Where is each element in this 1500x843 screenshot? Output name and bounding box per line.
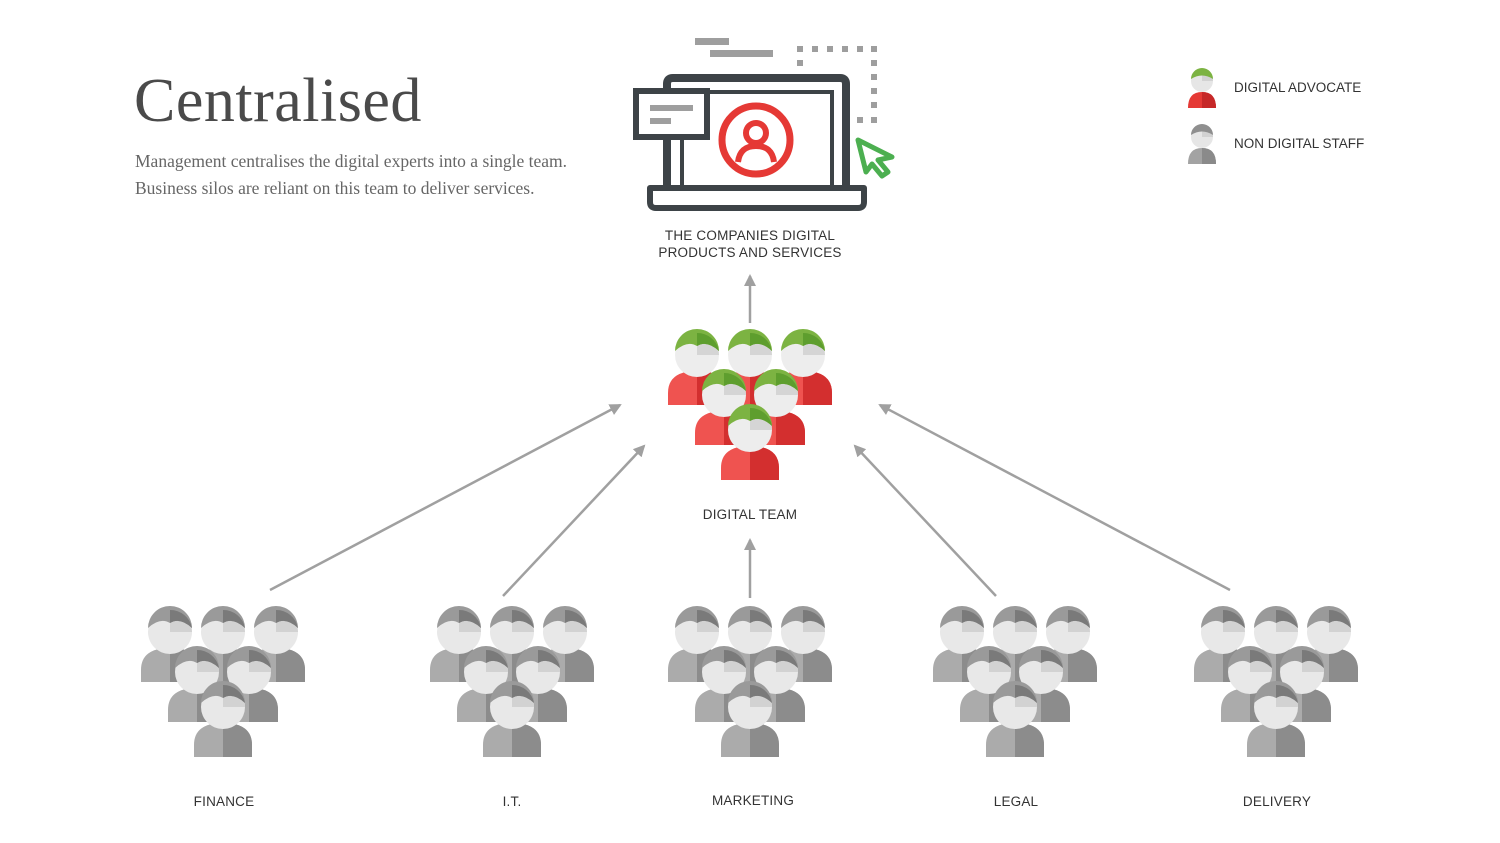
department-label-legal: LEGAL [993,794,1039,809]
legend-advocate-label: DIGITAL ADVOCATE [1234,80,1362,95]
digital-advocate-icon [1188,68,1216,108]
products-laptop-icon [633,38,877,211]
arrow-finance-to-team [269,403,622,592]
department-label-it: I.T. [502,794,522,809]
marketing-staff-group [668,606,832,757]
legal-staff-group [933,606,1097,757]
legend-non-digital-staff: NON DIGITAL STAFF [1186,124,1426,164]
department-label-delivery: DELIVERY [1242,794,1312,809]
arrow-it-to-team [502,444,646,597]
delivery-staff-group [1194,606,1358,757]
department-label-finance: FINANCE [193,794,255,809]
cursor-arrow-icon [855,137,895,179]
products-label: THE COMPANIES DIGITAL PRODUCTS AND SERVI… [650,227,850,261]
arrow-legal-to-team [853,444,997,597]
products-label-line1: THE COMPANIES DIGITAL [664,228,836,243]
arrow-delivery-to-team [878,403,1231,592]
page-title: Centralised [134,67,422,135]
non-digital-staff-icon [1188,124,1216,164]
legend-staff-label: NON DIGITAL STAFF [1234,136,1365,151]
finance-staff-group [141,606,305,757]
digital-team-label: DIGITAL TEAM [702,507,798,522]
department-label-marketing: MARKETING [711,793,795,808]
legend-digital-advocate: DIGITAL ADVOCATE [1186,68,1426,108]
page-description: Management centralises the digital exper… [135,151,568,198]
digital-team-group [668,329,832,480]
it-staff-group [430,606,594,757]
products-label-line2: PRODUCTS AND SERVICES [658,245,842,260]
